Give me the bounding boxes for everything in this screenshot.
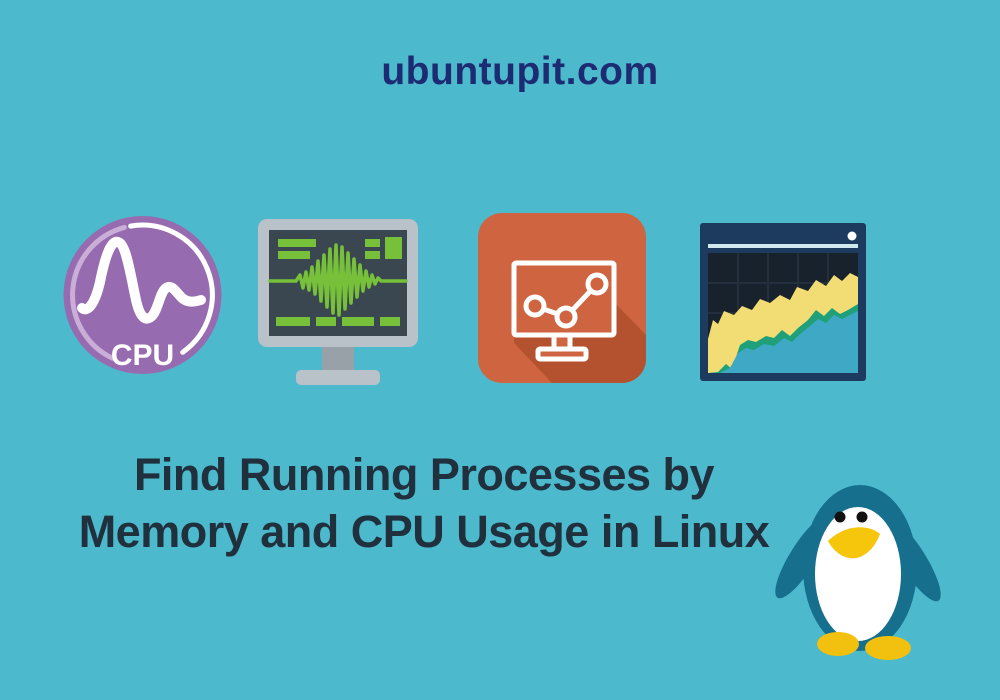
cpu-ring-arc-light [70,224,127,361]
penguin-eye-left [834,511,846,523]
titlebar-underline [708,244,858,248]
window-dot [847,231,857,241]
area-chart-icon-svg [700,223,866,381]
tux-penguin-mascot [765,472,950,672]
monitor-outline-group [511,260,617,362]
cpu-wave-line [77,236,206,324]
penguin-svg [775,485,941,660]
chart-node-left [523,294,547,318]
system-monitor-icon [256,217,421,387]
cpu-ring-arc-white [128,222,215,355]
penguin-beak [828,527,880,559]
penguin-foot-left [817,632,859,656]
area-chart-icon [700,223,866,381]
line-chart-icon [478,213,646,383]
penguin-belly [815,507,901,641]
monitor-stand-base [296,370,380,385]
oscilloscope-waveform [268,243,408,317]
chart-node-middle [554,305,578,329]
system-monitor-icon-svg [258,219,418,385]
oscilloscope-graphics [276,237,402,326]
article-title: Find Running Processes by Memory and CPU… [0,446,848,560]
cpu-usage-icon-svg: CPU [63,216,222,374]
area-blue [708,311,858,373]
chart-node-right [585,272,609,296]
site-name: ubuntupit.com [381,50,659,93]
cpu-usage-icon: CPU [60,212,225,378]
penguin-eye-right [856,511,868,523]
article-title-line2: Memory and CPU Usage in Linux [78,506,770,557]
article-title-line1: Find Running Processes by [133,449,715,500]
outline-monitor-base [535,346,589,362]
penguin-foot-right [865,636,911,660]
cpu-label: CPU [111,339,174,372]
line-chart-icon-svg [478,213,646,383]
